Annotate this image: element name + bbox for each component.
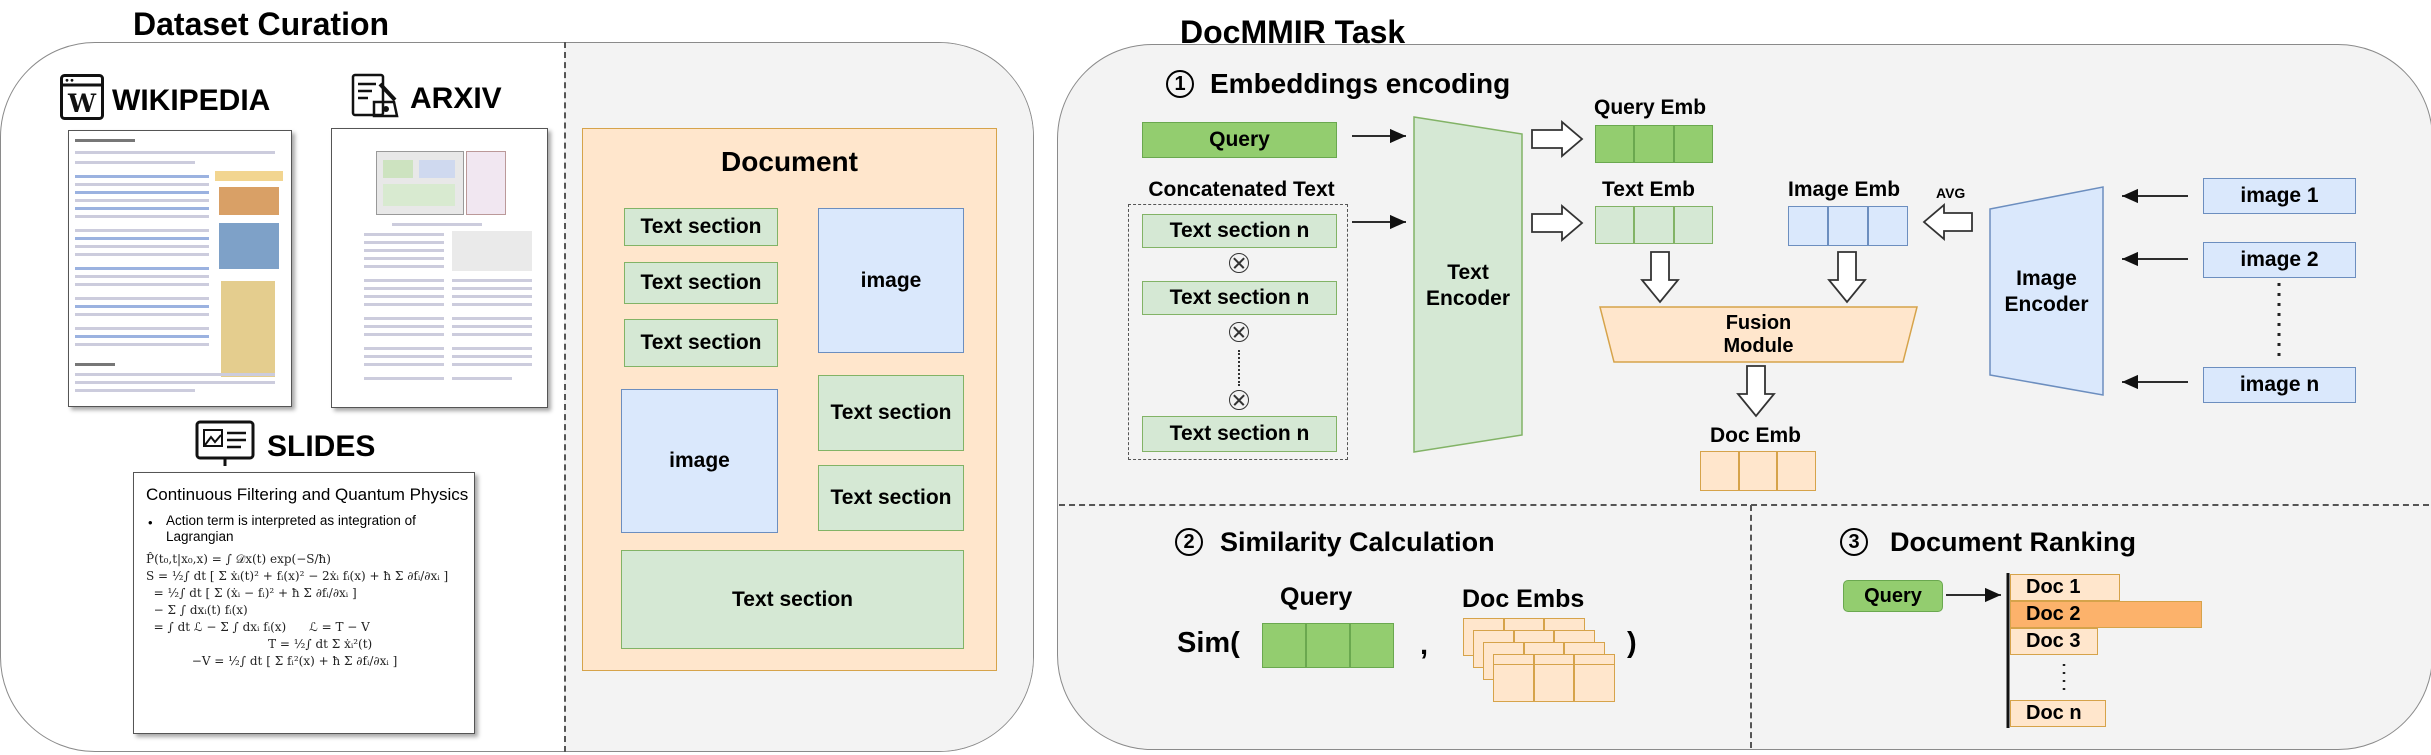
concat-operator-icon bbox=[1229, 390, 1249, 410]
concatenated-text-title: Concatenated Text bbox=[1148, 178, 1335, 201]
query-box: Query bbox=[1142, 122, 1337, 158]
image-encoder-label: Image Encoder bbox=[2004, 267, 2089, 316]
fusion-module-label: Fusion Module bbox=[1723, 312, 1794, 357]
similarity-query-label: Query bbox=[1280, 583, 1353, 611]
image-1-box: image 1 bbox=[2203, 178, 2356, 214]
text-section-n: Text section n bbox=[1142, 214, 1337, 248]
slide-title: Continuous Filtering and Quantum Physics bbox=[146, 485, 469, 504]
avg-label: AVG bbox=[1936, 185, 1966, 201]
text-encoder-label: Text Encoder bbox=[1425, 261, 1511, 310]
text-emb-label: Text Emb bbox=[1602, 178, 1695, 201]
query-emb-label: Query Emb bbox=[1594, 96, 1707, 119]
arxiv-paper-icon bbox=[351, 73, 399, 118]
ellipsis-dots bbox=[1238, 350, 1240, 386]
step2-title: Similarity Calculation bbox=[1220, 527, 1495, 557]
step1-number-icon: 1 bbox=[1166, 70, 1194, 98]
document-title: Document bbox=[721, 146, 858, 177]
doc-embs-label: Doc Embs bbox=[1462, 585, 1585, 613]
document-text-section: Text section bbox=[624, 262, 778, 304]
wikipedia-page-thumbnail bbox=[68, 130, 292, 407]
wikipedia-label: WIKIPEDIA bbox=[112, 84, 271, 117]
doc-3-rank: Doc 3 bbox=[2010, 628, 2098, 655]
concatenated-text-group bbox=[1128, 204, 1348, 460]
text-section-n: Text section n bbox=[1142, 416, 1337, 452]
sim-close: ) bbox=[1627, 627, 1637, 659]
document-image: image bbox=[818, 208, 964, 353]
image-emb-vector bbox=[1788, 206, 1908, 246]
task-horizontal-divider bbox=[1059, 504, 2429, 506]
arxiv-page-thumbnail bbox=[331, 128, 548, 408]
arxiv-label: ARXIV bbox=[410, 82, 502, 115]
doc-emb-vector bbox=[1700, 451, 1817, 491]
sim-open-label: Sim( bbox=[1177, 627, 1240, 659]
wikipedia-icon: W bbox=[60, 74, 104, 120]
document-image: image bbox=[621, 389, 778, 533]
svg-text:W: W bbox=[67, 89, 97, 118]
slides-icon bbox=[195, 420, 255, 466]
text-section-n: Text section n bbox=[1142, 281, 1337, 315]
sim-comma: , bbox=[1420, 629, 1429, 661]
slide-bullet: Action term is interpreted as integratio… bbox=[166, 513, 416, 544]
document-text-section: Text section bbox=[818, 465, 964, 531]
task-vertical-divider bbox=[1750, 505, 1752, 748]
doc-2-rank: Doc 2 bbox=[2010, 601, 2202, 628]
document-text-section: Text section bbox=[624, 319, 778, 367]
doc-n-rank: Doc n bbox=[2010, 700, 2106, 727]
image-n-box: image n bbox=[2203, 367, 2356, 403]
text-emb-vector bbox=[1595, 206, 1713, 244]
image-emb-label: Image Emb bbox=[1788, 178, 1901, 201]
slides-label: SLIDES bbox=[267, 430, 376, 463]
doc-emb-label: Doc Emb bbox=[1710, 424, 1802, 447]
document-text-section: Text section bbox=[621, 550, 964, 649]
slide-thumbnail: Continuous Filtering and Quantum Physics… bbox=[133, 472, 475, 734]
step2-number-icon: 2 bbox=[1175, 528, 1203, 556]
curation-divider bbox=[564, 42, 566, 752]
image-2-box: image 2 bbox=[2203, 242, 2356, 278]
doc-emb-stack-layer bbox=[1493, 664, 1616, 702]
concat-operator-icon bbox=[1229, 253, 1249, 273]
document-text-section: Text section bbox=[624, 208, 778, 246]
step3-title: Document Ranking bbox=[1890, 527, 2137, 557]
step1-title: Embeddings encoding bbox=[1210, 68, 1511, 99]
step3-number-icon: 3 bbox=[1840, 528, 1868, 556]
concat-operator-icon bbox=[1229, 322, 1249, 342]
similarity-query-vector bbox=[1262, 623, 1394, 668]
document-text-section: Text section bbox=[818, 375, 964, 451]
query-emb-vector bbox=[1595, 125, 1713, 163]
doc-1-rank: Doc 1 bbox=[2010, 574, 2120, 601]
slide-equations: P̂(t₀,t|x₀,x) = ∫ 𝒟x(t) exp(−S/ħ) S = ½∫… bbox=[146, 552, 449, 668]
curation-title: Dataset Curation bbox=[133, 6, 390, 42]
ranking-query-box: Query bbox=[1843, 580, 1943, 612]
